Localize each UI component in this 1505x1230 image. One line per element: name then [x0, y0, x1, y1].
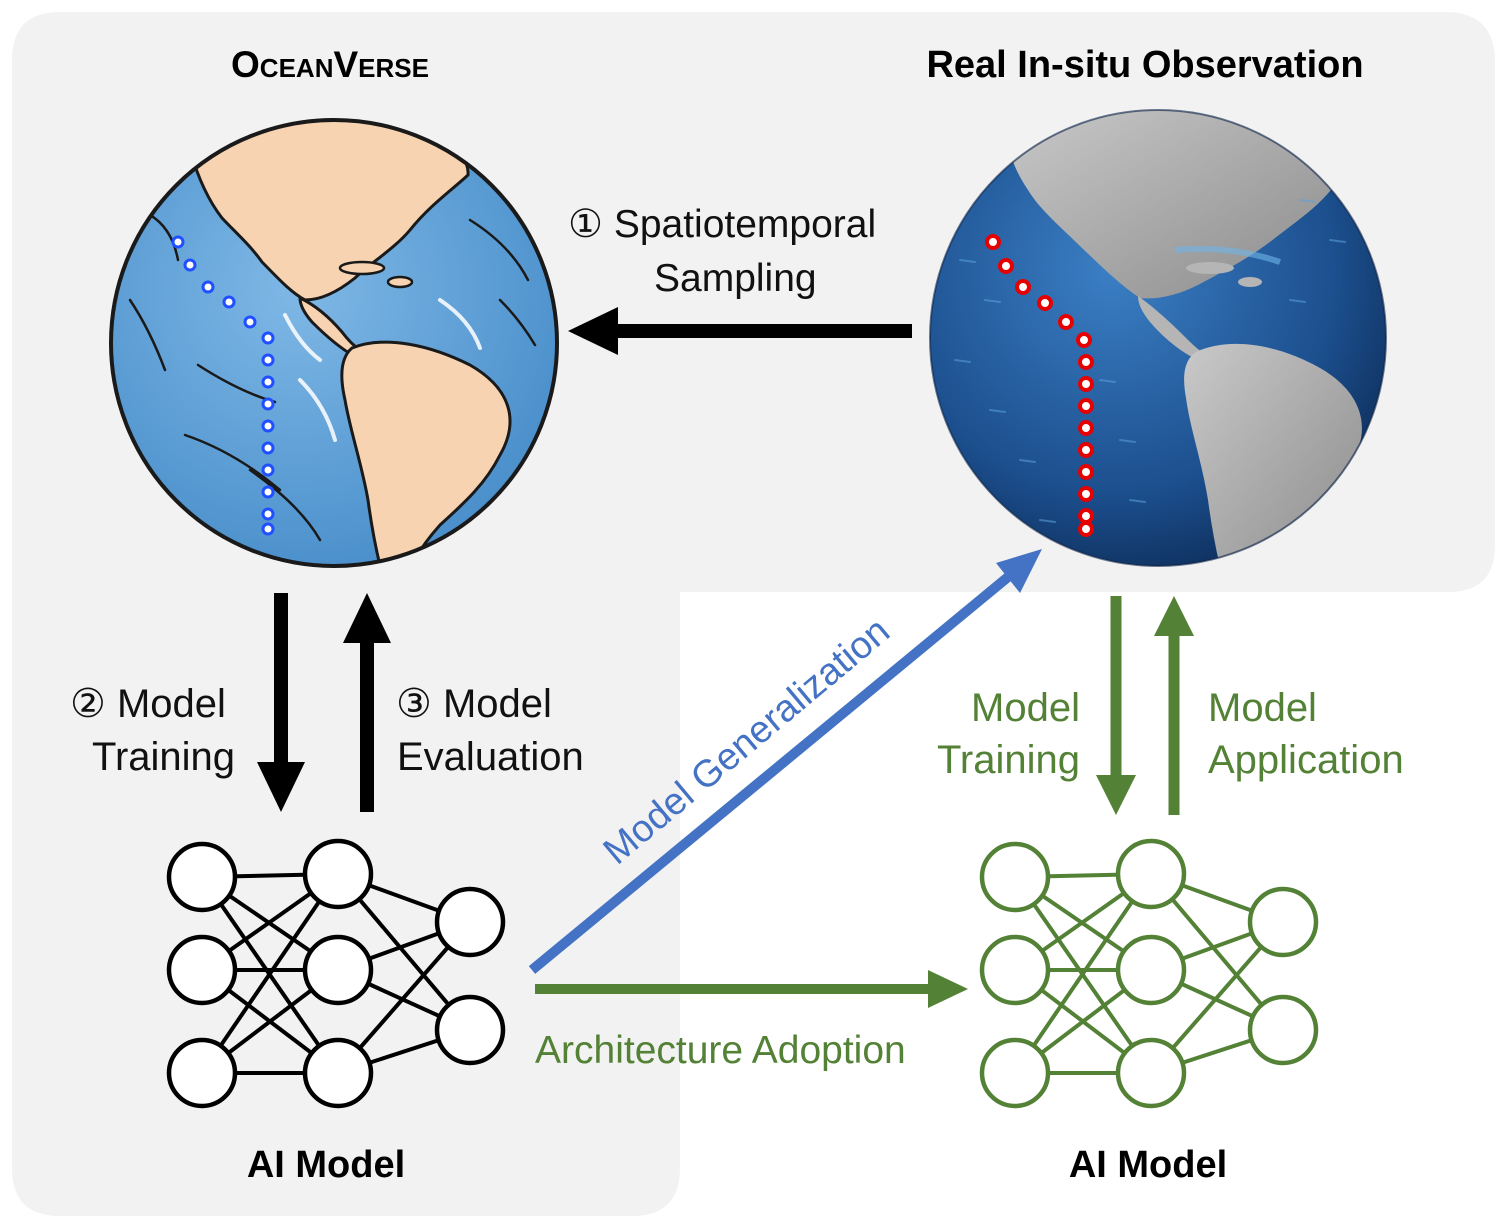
adoption-label: Architecture Adoption — [535, 1029, 906, 1072]
sim-point — [243, 315, 257, 329]
evaluation-label: ③ Model — [396, 682, 552, 727]
sim-point — [183, 258, 197, 272]
real-point — [998, 258, 1014, 274]
training-line1: Model — [116, 682, 226, 726]
real-training-label-line2: Training — [936, 738, 1080, 782]
right-neural-network — [979, 838, 1319, 1109]
real-point — [1078, 508, 1094, 524]
sketch-north-america — [188, 120, 470, 302]
neuron-node — [1115, 1037, 1187, 1109]
real-point — [1078, 442, 1094, 458]
neuron-node — [979, 934, 1051, 1006]
sim-point — [222, 295, 236, 309]
training-arrow — [257, 593, 305, 812]
application-label-line2: Application — [1208, 738, 1404, 782]
shelf-glow — [1174, 245, 1281, 265]
sampling-label-line2: Sampling — [654, 257, 817, 300]
sampling-label: ① Spatiotemporal — [568, 203, 876, 247]
evaluation-step-number: ③ — [396, 682, 432, 726]
real-point — [1058, 314, 1074, 330]
eddy-texture — [954, 199, 1346, 523]
neuron-node — [166, 1037, 238, 1109]
sketch-hispaniola — [386, 275, 414, 289]
oceanverse-title: OceanVerse — [231, 44, 429, 85]
real-point — [1015, 279, 1031, 295]
sim-point — [261, 331, 275, 345]
real-point — [1078, 354, 1094, 370]
simulated-sampling-points — [171, 235, 275, 536]
sketch-currents — [128, 213, 537, 542]
neuron-node — [1247, 994, 1319, 1066]
real-point — [985, 234, 1001, 250]
neuron-node — [1115, 838, 1187, 910]
real-north-america — [1010, 110, 1345, 299]
real-cuba — [1186, 262, 1234, 274]
sampling-step-number: ① — [568, 203, 603, 246]
connection — [1013, 872, 1153, 1075]
real-point — [1076, 332, 1092, 348]
neuron-node — [979, 841, 1051, 913]
sim-point — [261, 441, 275, 455]
neuron-node — [302, 934, 374, 1006]
real-observation-title: Real In-situ Observation — [926, 44, 1364, 86]
evaluation-arrow — [343, 593, 391, 812]
application-arrow — [1154, 596, 1194, 815]
generalization-arrow — [528, 549, 1042, 974]
sim-point — [261, 463, 275, 477]
application-label-line1: Model — [1208, 686, 1317, 730]
real-hispaniola — [1238, 277, 1262, 287]
training-step-number: ② — [70, 682, 106, 726]
sim-point — [171, 235, 185, 249]
real-observation-points — [985, 234, 1094, 537]
neuron-node — [166, 841, 238, 913]
left-neural-network — [166, 838, 506, 1109]
real-point — [1078, 464, 1094, 480]
real-point — [1037, 295, 1053, 311]
sampling-line1: Spatiotemporal — [613, 203, 877, 246]
real-point — [1078, 376, 1094, 392]
training-label-line2: Training — [92, 735, 236, 779]
neuron-node — [1115, 934, 1187, 1006]
sim-point — [261, 397, 275, 411]
real-training-label-line1: Model — [971, 686, 1080, 730]
neuron-node — [166, 934, 238, 1006]
real-central-america — [1138, 296, 1202, 358]
evaluation-line1: Model — [442, 682, 552, 726]
sketch-cuba — [338, 260, 386, 276]
sim-point — [261, 485, 275, 499]
real-observation-globe — [929, 109, 1387, 567]
real-point — [1078, 420, 1094, 436]
neuron-node — [302, 1037, 374, 1109]
neuron-node — [1247, 886, 1319, 958]
sim-point — [261, 507, 275, 521]
adoption-arrow — [535, 970, 968, 1008]
oceanverse-globe — [109, 118, 559, 568]
left-model-title: AI Model — [246, 1144, 406, 1186]
sim-point — [261, 375, 275, 389]
neuron-node — [434, 886, 506, 958]
sketch-highlights — [283, 298, 482, 442]
real-point — [1078, 521, 1094, 537]
sim-point — [261, 419, 275, 433]
real-point — [1078, 486, 1094, 502]
neuron-node — [302, 838, 374, 910]
real-south-america — [1184, 343, 1362, 566]
neuron-node — [979, 1037, 1051, 1109]
real-point — [1078, 398, 1094, 414]
connection — [200, 872, 340, 1075]
real-training-arrow — [1096, 596, 1136, 815]
training-label: ② Model — [70, 682, 226, 727]
evaluation-label-line2: Evaluation — [397, 735, 584, 779]
sim-point — [261, 353, 275, 367]
right-model-title: AI Model — [1068, 1144, 1228, 1186]
sim-point — [261, 522, 275, 536]
sampling-arrow — [568, 307, 912, 355]
sim-point — [201, 280, 215, 294]
neuron-node — [434, 994, 506, 1066]
